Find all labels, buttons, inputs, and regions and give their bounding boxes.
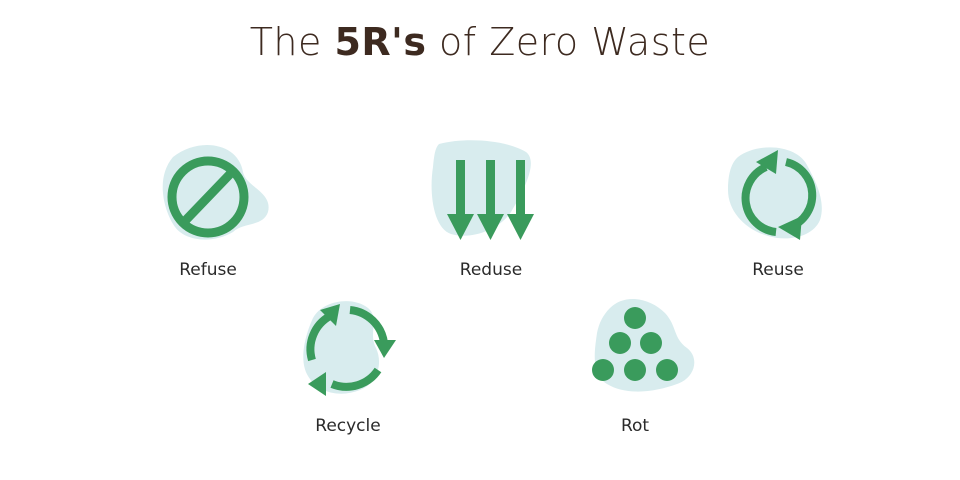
no-symbol-icon — [162, 145, 269, 240]
title-prefix: The — [249, 20, 322, 64]
cycle-arrows-icon — [728, 147, 822, 240]
title-emphasis: 5R's — [334, 20, 427, 64]
compost-dots-icon — [592, 298, 695, 392]
item-reduse: Reduse — [411, 132, 571, 280]
label-refuse: Refuse — [179, 260, 237, 280]
recycle-arrows-icon — [303, 301, 396, 396]
title-suffix: of Zero Waste — [439, 20, 711, 64]
label-reuse: Reuse — [752, 260, 804, 280]
page-title: The 5R's of Zero Waste — [0, 20, 960, 64]
item-rot: Rot — [555, 288, 715, 436]
item-refuse: Refuse — [128, 132, 288, 280]
item-reuse: Reuse — [698, 132, 858, 280]
label-rot: Rot — [620, 416, 650, 436]
label-recycle: Recycle — [315, 416, 381, 436]
down-arrows-icon — [431, 140, 534, 240]
label-reduse: Reduse — [459, 260, 523, 280]
item-recycle: Recycle — [268, 288, 428, 436]
